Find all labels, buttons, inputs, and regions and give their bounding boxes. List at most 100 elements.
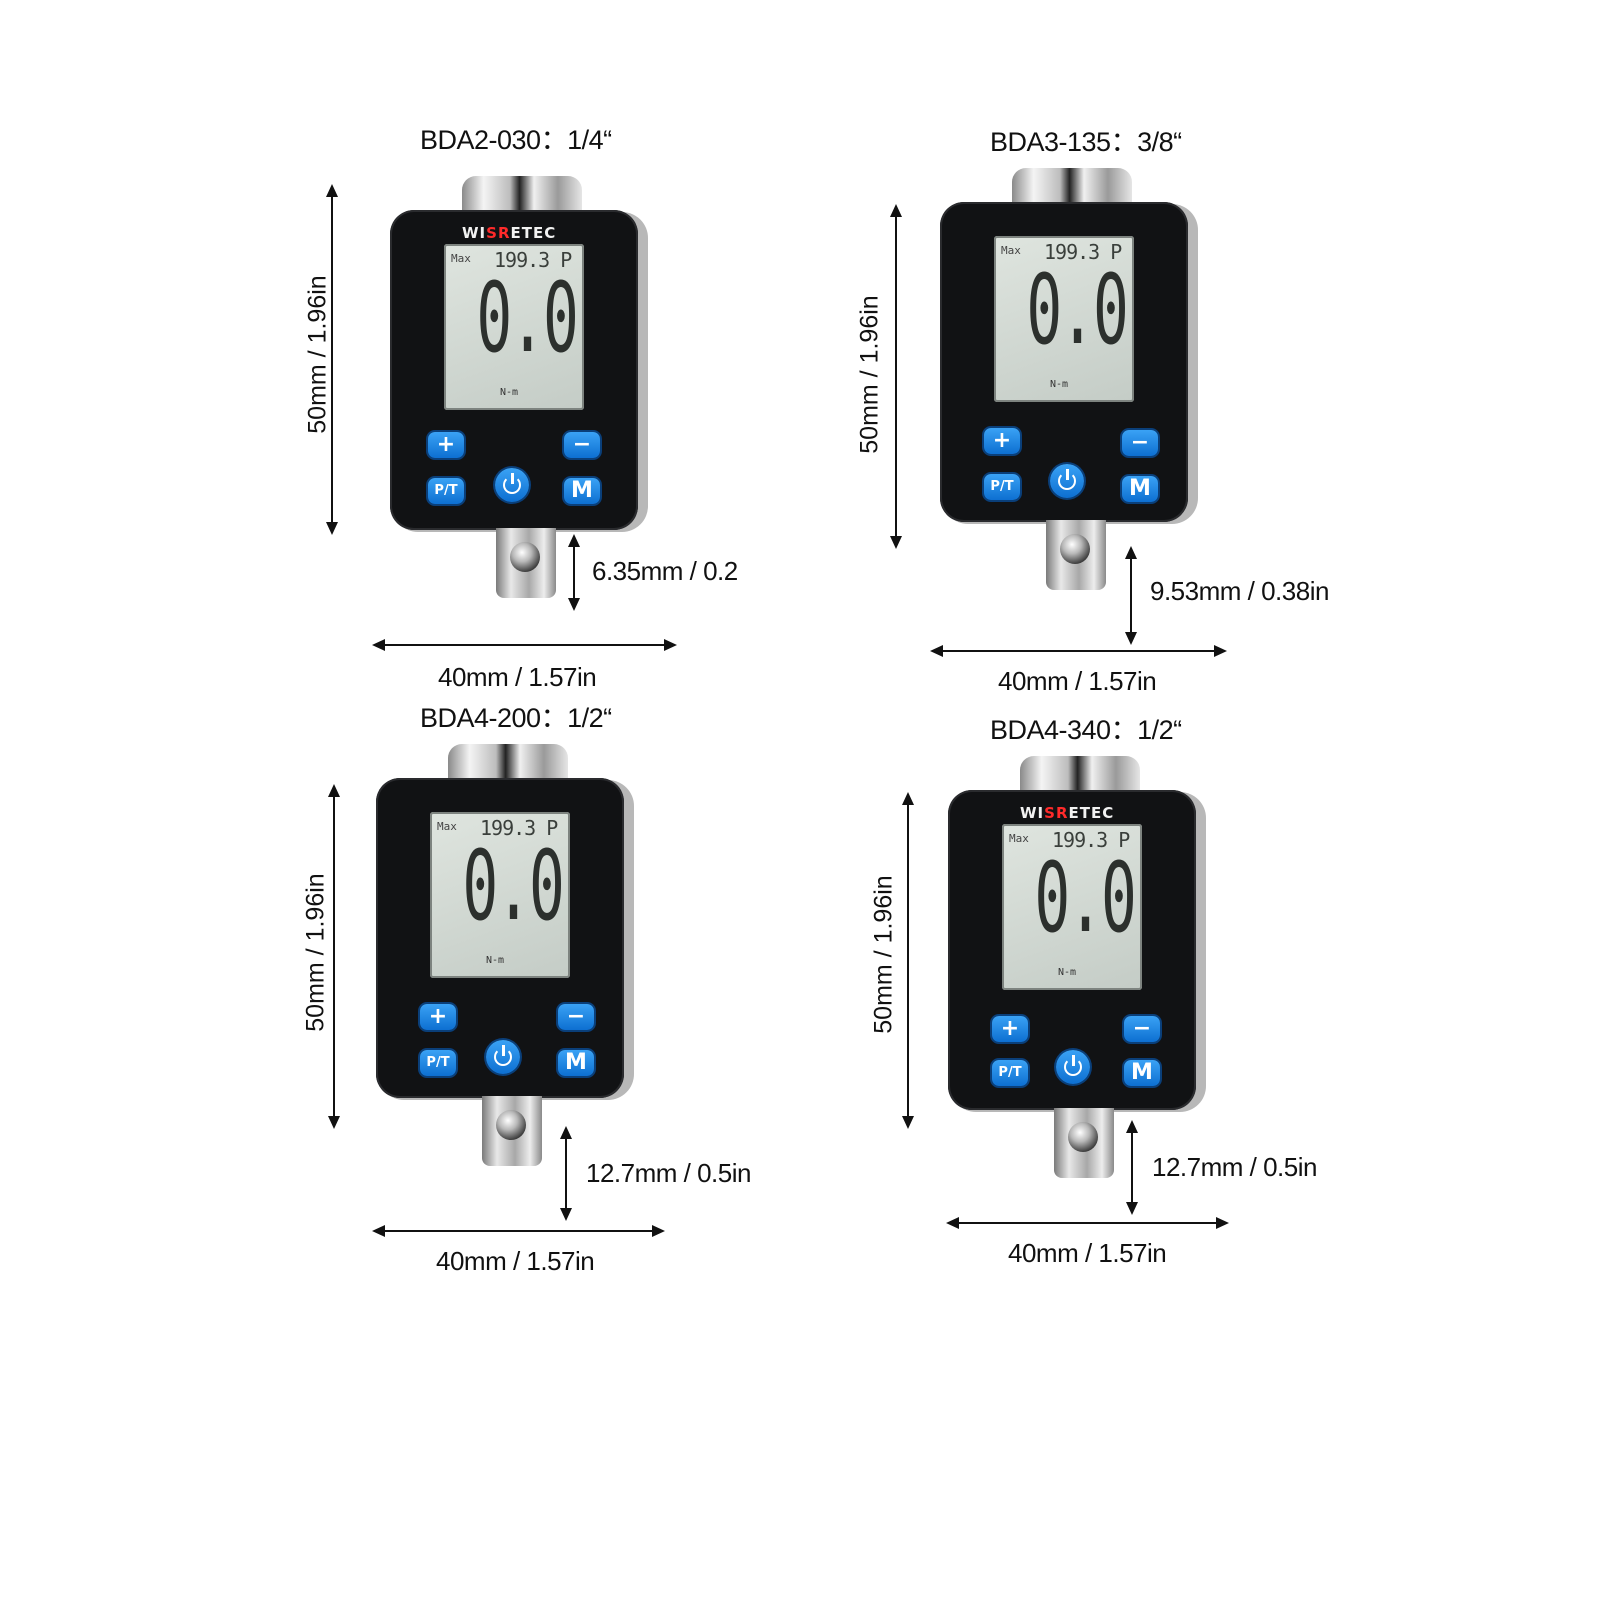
detent-ball xyxy=(496,1110,526,1140)
drive-size-label: 12.7mm / 0.5in xyxy=(1152,1152,1317,1182)
arrow-down-icon xyxy=(328,1116,340,1129)
drive-anvil xyxy=(496,528,556,598)
power-icon xyxy=(1056,1050,1090,1084)
mode-button: M xyxy=(1124,1060,1160,1086)
arrow-up-icon xyxy=(1126,1120,1138,1133)
arrow-up-icon xyxy=(560,1126,572,1139)
height-label: 50mm / 1.96in xyxy=(303,275,332,434)
drive-size-label: 6.35mm / 0.2 xyxy=(592,556,738,586)
detent-ball xyxy=(1068,1122,1098,1152)
peak-readout: 199.3 P xyxy=(494,248,572,272)
arrow-up-icon xyxy=(326,184,338,197)
arrow-left-icon xyxy=(372,1225,385,1237)
drive-dimension-line xyxy=(573,540,575,600)
drive-dimension-line xyxy=(565,1132,567,1210)
height-dimension-line xyxy=(907,798,909,1118)
torque-adapter-device: Max 199.3 P 0.0 N-m + − P/T M xyxy=(940,168,1202,596)
detent-ball xyxy=(510,542,540,572)
drive-size-label: 12.7mm / 0.5in xyxy=(586,1158,751,1188)
pt-button: P/T xyxy=(992,1060,1028,1086)
drive-anvil xyxy=(1046,520,1106,590)
height-dimension-line xyxy=(895,210,897,538)
height-dimension-line xyxy=(331,190,333,524)
width-dimension-line xyxy=(382,644,666,646)
lcd-display: Max 199.3 P 0.0 N-m xyxy=(430,812,570,978)
brand-logo: WISRETEC xyxy=(462,224,557,242)
width-label: 40mm / 1.57in xyxy=(1008,1238,1167,1268)
drive-dimension-line xyxy=(1130,552,1132,634)
unit-label: N-m xyxy=(1050,379,1069,390)
width-label: 40mm / 1.57in xyxy=(436,1246,595,1276)
arrow-up-icon xyxy=(568,534,580,547)
height-label: 50mm / 1.96in xyxy=(869,875,898,1034)
pt-button: P/T xyxy=(428,478,464,504)
torque-adapter-device: WISRETEC Max 199.3 P 0.0 N-m + − P/T M xyxy=(948,756,1210,1184)
width-dimension-line xyxy=(956,1222,1218,1224)
plus-button: + xyxy=(992,1016,1028,1042)
width-label: 40mm / 1.57in xyxy=(998,666,1157,696)
arrow-up-icon xyxy=(890,204,902,217)
torque-adapter-device: Max 199.3 P 0.0 N-m + − P/T M xyxy=(376,744,638,1172)
lcd-display: Max 199.3 P 0.0 N-m xyxy=(994,236,1134,402)
mode-button: M xyxy=(558,1050,594,1076)
lcd-display: Max 199.3 P 0.0 N-m xyxy=(1002,824,1142,990)
unit-label: N-m xyxy=(486,955,505,966)
torque-adapter-device: WISRETEC Max 199.3 P 0.0 N-m + − P/T M xyxy=(390,176,652,604)
arrow-right-icon xyxy=(1214,645,1227,657)
arrow-down-icon xyxy=(890,536,902,549)
plus-button: + xyxy=(984,428,1020,454)
power-icon xyxy=(1050,464,1084,498)
unit-label: N-m xyxy=(500,387,519,398)
brand-logo: WISRETEC xyxy=(1020,804,1115,822)
minus-button: − xyxy=(558,1004,594,1030)
unit-label: N-m xyxy=(1058,967,1077,978)
max-indicator: Max xyxy=(451,252,471,265)
power-icon xyxy=(495,468,529,502)
peak-readout: 199.3 P xyxy=(480,816,558,840)
peak-readout: 199.3 P xyxy=(1044,240,1122,264)
drive-anvil xyxy=(1054,1108,1114,1178)
detent-ball xyxy=(1060,534,1090,564)
width-dimension-line xyxy=(382,1230,654,1232)
max-indicator: Max xyxy=(1001,244,1021,257)
pt-button: P/T xyxy=(420,1050,456,1076)
product-title: BDA3-135：3/8“ xyxy=(990,127,1182,157)
torque-reading: 0.0 xyxy=(475,262,579,374)
torque-reading: 0.0 xyxy=(461,830,565,942)
plus-button: + xyxy=(428,432,464,458)
minus-button: − xyxy=(564,432,600,458)
torque-reading: 0.0 xyxy=(1033,842,1137,954)
arrow-down-icon xyxy=(1126,1202,1138,1215)
minus-button: − xyxy=(1124,1016,1160,1042)
arrow-down-icon xyxy=(326,522,338,535)
drive-dimension-line xyxy=(1131,1126,1133,1204)
arrow-up-icon xyxy=(902,792,914,805)
height-label: 50mm / 1.96in xyxy=(855,295,884,454)
power-icon xyxy=(486,1040,520,1074)
width-dimension-line xyxy=(940,650,1216,652)
max-indicator: Max xyxy=(1009,832,1029,845)
arrow-left-icon xyxy=(946,1217,959,1229)
drive-size-label: 9.53mm / 0.38in xyxy=(1150,576,1329,606)
arrow-down-icon xyxy=(1125,632,1137,645)
drive-anvil xyxy=(482,1096,542,1166)
mode-button: M xyxy=(1122,476,1158,502)
arrow-up-icon xyxy=(328,784,340,797)
height-dimension-line xyxy=(333,790,335,1118)
product-title: BDA2-030：1/4“ xyxy=(420,125,612,155)
plus-button: + xyxy=(420,1004,456,1030)
arrow-right-icon xyxy=(664,639,677,651)
arrow-right-icon xyxy=(1216,1217,1229,1229)
product-title: BDA4-200：1/2“ xyxy=(420,703,612,733)
arrow-down-icon xyxy=(568,598,580,611)
height-label: 50mm / 1.96in xyxy=(301,873,330,1032)
arrow-down-icon xyxy=(902,1116,914,1129)
arrow-left-icon xyxy=(372,639,385,651)
torque-reading: 0.0 xyxy=(1025,254,1129,366)
product-title: BDA4-340：1/2“ xyxy=(990,715,1182,745)
width-label: 40mm / 1.57in xyxy=(438,662,597,692)
mode-button: M xyxy=(564,478,600,504)
arrow-right-icon xyxy=(652,1225,665,1237)
arrow-up-icon xyxy=(1125,546,1137,559)
pt-button: P/T xyxy=(984,474,1020,500)
